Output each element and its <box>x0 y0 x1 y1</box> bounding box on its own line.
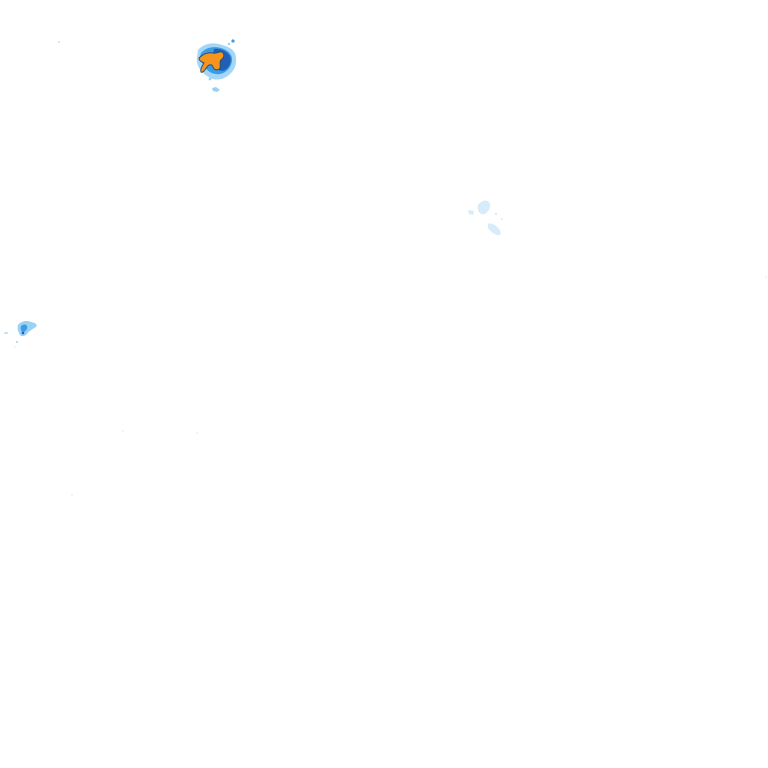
echo-speck <box>227 42 231 46</box>
echo-very-light <box>477 200 491 215</box>
echo-fragment <box>212 87 220 92</box>
echo-speck <box>71 494 73 496</box>
echo-cell-west-edge <box>3 321 37 348</box>
echo-speck <box>208 77 212 81</box>
echo-speck <box>196 432 198 434</box>
scattered-specks <box>71 276 767 496</box>
echo-speck <box>122 430 124 432</box>
echo-moderate-core <box>20 324 28 333</box>
echo-speck <box>494 212 498 216</box>
echo-speck <box>231 39 235 43</box>
echo-cell-central-faint <box>468 200 503 236</box>
echo-speck <box>16 341 18 343</box>
echo-heavy-dot <box>21 331 25 335</box>
echo-speck <box>765 276 767 278</box>
echo-very-heavy-core <box>198 51 225 73</box>
echo-fragment <box>3 332 8 334</box>
echo-speck <box>14 346 16 348</box>
echo-very-light <box>488 223 501 236</box>
echo-cell-north <box>58 39 237 92</box>
echo-very-light <box>468 210 474 215</box>
echo-speck <box>501 218 503 220</box>
echo-speck <box>58 41 60 43</box>
